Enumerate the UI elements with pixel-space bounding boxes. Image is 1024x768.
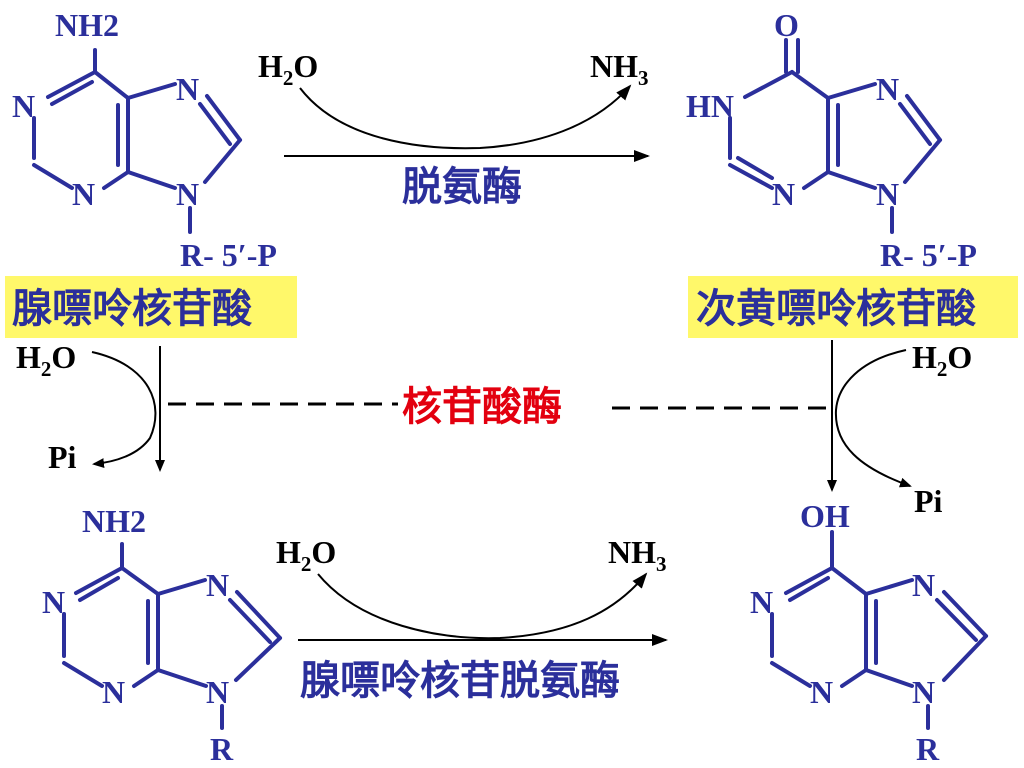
inosine-n9: N <box>912 674 935 710</box>
inosine-n3: N <box>810 674 833 710</box>
right-pi: Pi <box>914 483 943 519</box>
imp-structure: O HN N N N R- 5′-P <box>686 7 977 273</box>
inosine-substituent: OH <box>800 498 850 534</box>
bottom-enzyme: 腺嘌呤核苷脱氨酶 <box>300 658 620 704</box>
imp-n7: N <box>876 71 899 107</box>
inosine-n7: N <box>912 567 935 603</box>
middle-enzyme: 核苷酸酶 <box>402 384 562 430</box>
right-curved-arrow <box>834 349 912 488</box>
adenosine-n1: N <box>42 584 65 620</box>
inosine-n1: N <box>750 584 773 620</box>
amp-structure: NH2 N N N N R- 5′-P <box>12 7 277 273</box>
imp-n1: HN <box>686 88 734 124</box>
top-water: H2O <box>258 48 318 90</box>
amp-n9: N <box>176 176 199 212</box>
top-enzyme: 脱氨酶 <box>402 164 522 210</box>
top-curved-arrow <box>299 84 632 150</box>
imp-n9: N <box>876 176 899 212</box>
bottom-water: H2O <box>276 534 336 576</box>
amp-substituent: NH2 <box>55 7 119 43</box>
bottom-ammonia: NH3 <box>608 534 667 576</box>
amp-n1: N <box>12 88 35 124</box>
adenosine-r-group: R <box>210 731 234 767</box>
adenosine-structure: NH2 N N N N R <box>42 503 282 767</box>
amp-n7: N <box>176 71 199 107</box>
right-water: H2O <box>912 339 972 381</box>
bottom-curved-arrow <box>317 572 648 640</box>
amp-n3: N <box>72 176 95 212</box>
amp-name-highlight <box>5 276 297 338</box>
imp-n3: N <box>772 176 795 212</box>
left-curved-arrow <box>91 351 157 469</box>
adenosine-substituent: NH2 <box>82 503 146 539</box>
adenosine-n3: N <box>102 674 125 710</box>
imp-name-highlight <box>688 276 1018 338</box>
inosine-r-group: R <box>916 731 940 767</box>
inosine-structure: OH N N N N R <box>750 498 988 767</box>
imp-substituent: O <box>774 7 799 43</box>
amp-name: 腺嘌呤核苷酸 <box>12 286 253 332</box>
adenosine-n7: N <box>206 567 229 603</box>
left-pi: Pi <box>48 439 77 475</box>
imp-name: 次黄嘌呤核苷酸 <box>696 286 977 332</box>
imp-r-group: R- 5′-P <box>880 237 977 273</box>
top-ammonia: NH3 <box>590 48 649 90</box>
left-water: H2O <box>16 339 76 381</box>
adenosine-n9: N <box>206 674 229 710</box>
amp-r-group: R- 5′-P <box>180 237 277 273</box>
